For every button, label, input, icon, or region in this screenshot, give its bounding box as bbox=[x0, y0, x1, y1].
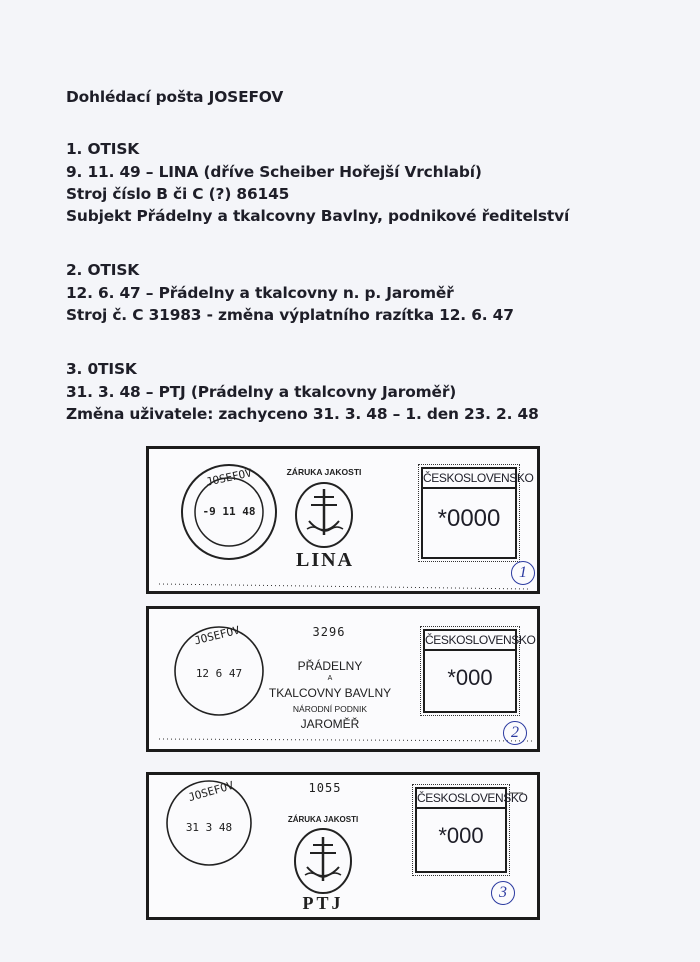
postage-value: *000 bbox=[438, 823, 484, 848]
postmark-date: -9 11 48 bbox=[202, 505, 256, 518]
ad-line: TKALCOVNY BAVLNY bbox=[268, 686, 392, 700]
ad-line: JAROMĚŘ bbox=[300, 717, 360, 731]
postmark-date: 31 3 48 bbox=[185, 821, 233, 834]
ad-line: PŘÁDELNY bbox=[297, 659, 363, 673]
section-1: 1. OTISK 9. 11. 49 – LINA (dříve Scheibe… bbox=[66, 138, 686, 227]
brand-logo: LINA bbox=[295, 549, 354, 571]
postmark-date: 12 6 47 bbox=[195, 667, 243, 680]
postmark-circle-icon bbox=[158, 626, 534, 742]
section-line: 31. 3. 48 – PTJ (Prádelny a tkalcovny Ja… bbox=[66, 382, 457, 401]
section-2: 2. OTISK 12. 6. 47 – Přádelny a tkalcovn… bbox=[66, 259, 686, 326]
meter-stamp-1: JOSEFOV -9 11 48 ZÁRUKA JAKOSTI LINA ČES… bbox=[146, 446, 540, 594]
postage-value-frame: ČESKOSLOVENSKO *000 bbox=[420, 626, 536, 716]
country-label: ČESKOSLOVENSKO bbox=[425, 631, 536, 651]
section-heading: 1. OTISK bbox=[66, 140, 140, 159]
country-label: ČESKOSLOVENSKO bbox=[417, 789, 528, 809]
section-line: Subjekt Přádelny a tkalcovny Bavlny, pod… bbox=[66, 207, 570, 226]
slogan-text: ZÁRUKA JAKOSTI bbox=[287, 815, 359, 824]
section-line: Změna uživatele: zachyceno 31. 3. 48 – 1… bbox=[66, 404, 539, 423]
postmark-circle-icon bbox=[166, 780, 523, 894]
machine-number: 1055 bbox=[308, 781, 342, 795]
meter-stamp-2: JOSEFOV 12 6 47 3296 PŘÁDELNY A TKALCOVN… bbox=[146, 606, 540, 752]
stamp-marker-1: 1 bbox=[511, 561, 535, 585]
document-title: Dohlédací pošta JOSEFOV bbox=[66, 88, 284, 106]
section-heading: 3. 0TISK bbox=[66, 360, 137, 379]
postmark-circle-icon bbox=[158, 464, 530, 590]
country-label: ČESKOSLOVENSKO bbox=[423, 469, 534, 489]
section-3: 3. 0TISK 31. 3. 48 – PTJ (Prádelny a tka… bbox=[66, 358, 686, 425]
meter-stamp-3: JOSEFOV 31 3 48 1055 ZÁRUKA JAKOSTI PTJ … bbox=[146, 772, 540, 920]
postage-value-frame: ČESKOSLOVENSKO *000 bbox=[412, 784, 528, 876]
machine-number: 3296 bbox=[312, 625, 346, 639]
stamp-marker-2: 2 bbox=[503, 721, 527, 745]
section-heading: 2. OTISK bbox=[66, 261, 140, 280]
section-line: 9. 11. 49 – LINA (dříve Scheiber Hořejší… bbox=[66, 162, 482, 181]
section-line: 12. 6. 47 – Přádelny a tkalcovny n. p. J… bbox=[66, 283, 454, 302]
postage-value-frame: ČESKOSLOVENSKO *0000 bbox=[418, 464, 534, 562]
slogan-text: ZÁRUKA JAKOSTI bbox=[286, 467, 362, 477]
section-line: Stroj číslo B či C (?) 86145 bbox=[66, 184, 290, 203]
postage-value: *0000 bbox=[437, 505, 501, 532]
section-line: Stroj č. C 31983 - změna výplatního razí… bbox=[66, 306, 514, 325]
ad-line: A bbox=[327, 675, 333, 682]
ad-line: NÁRODNÍ PODNIK bbox=[292, 704, 368, 714]
brand-logo: PTJ bbox=[302, 893, 344, 913]
document-text: Dohlédací pošta JOSEFOV 1. OTISK 9. 11. … bbox=[66, 86, 686, 425]
stamp-marker-3: 3 bbox=[491, 881, 515, 905]
postage-value: *000 bbox=[447, 665, 493, 690]
